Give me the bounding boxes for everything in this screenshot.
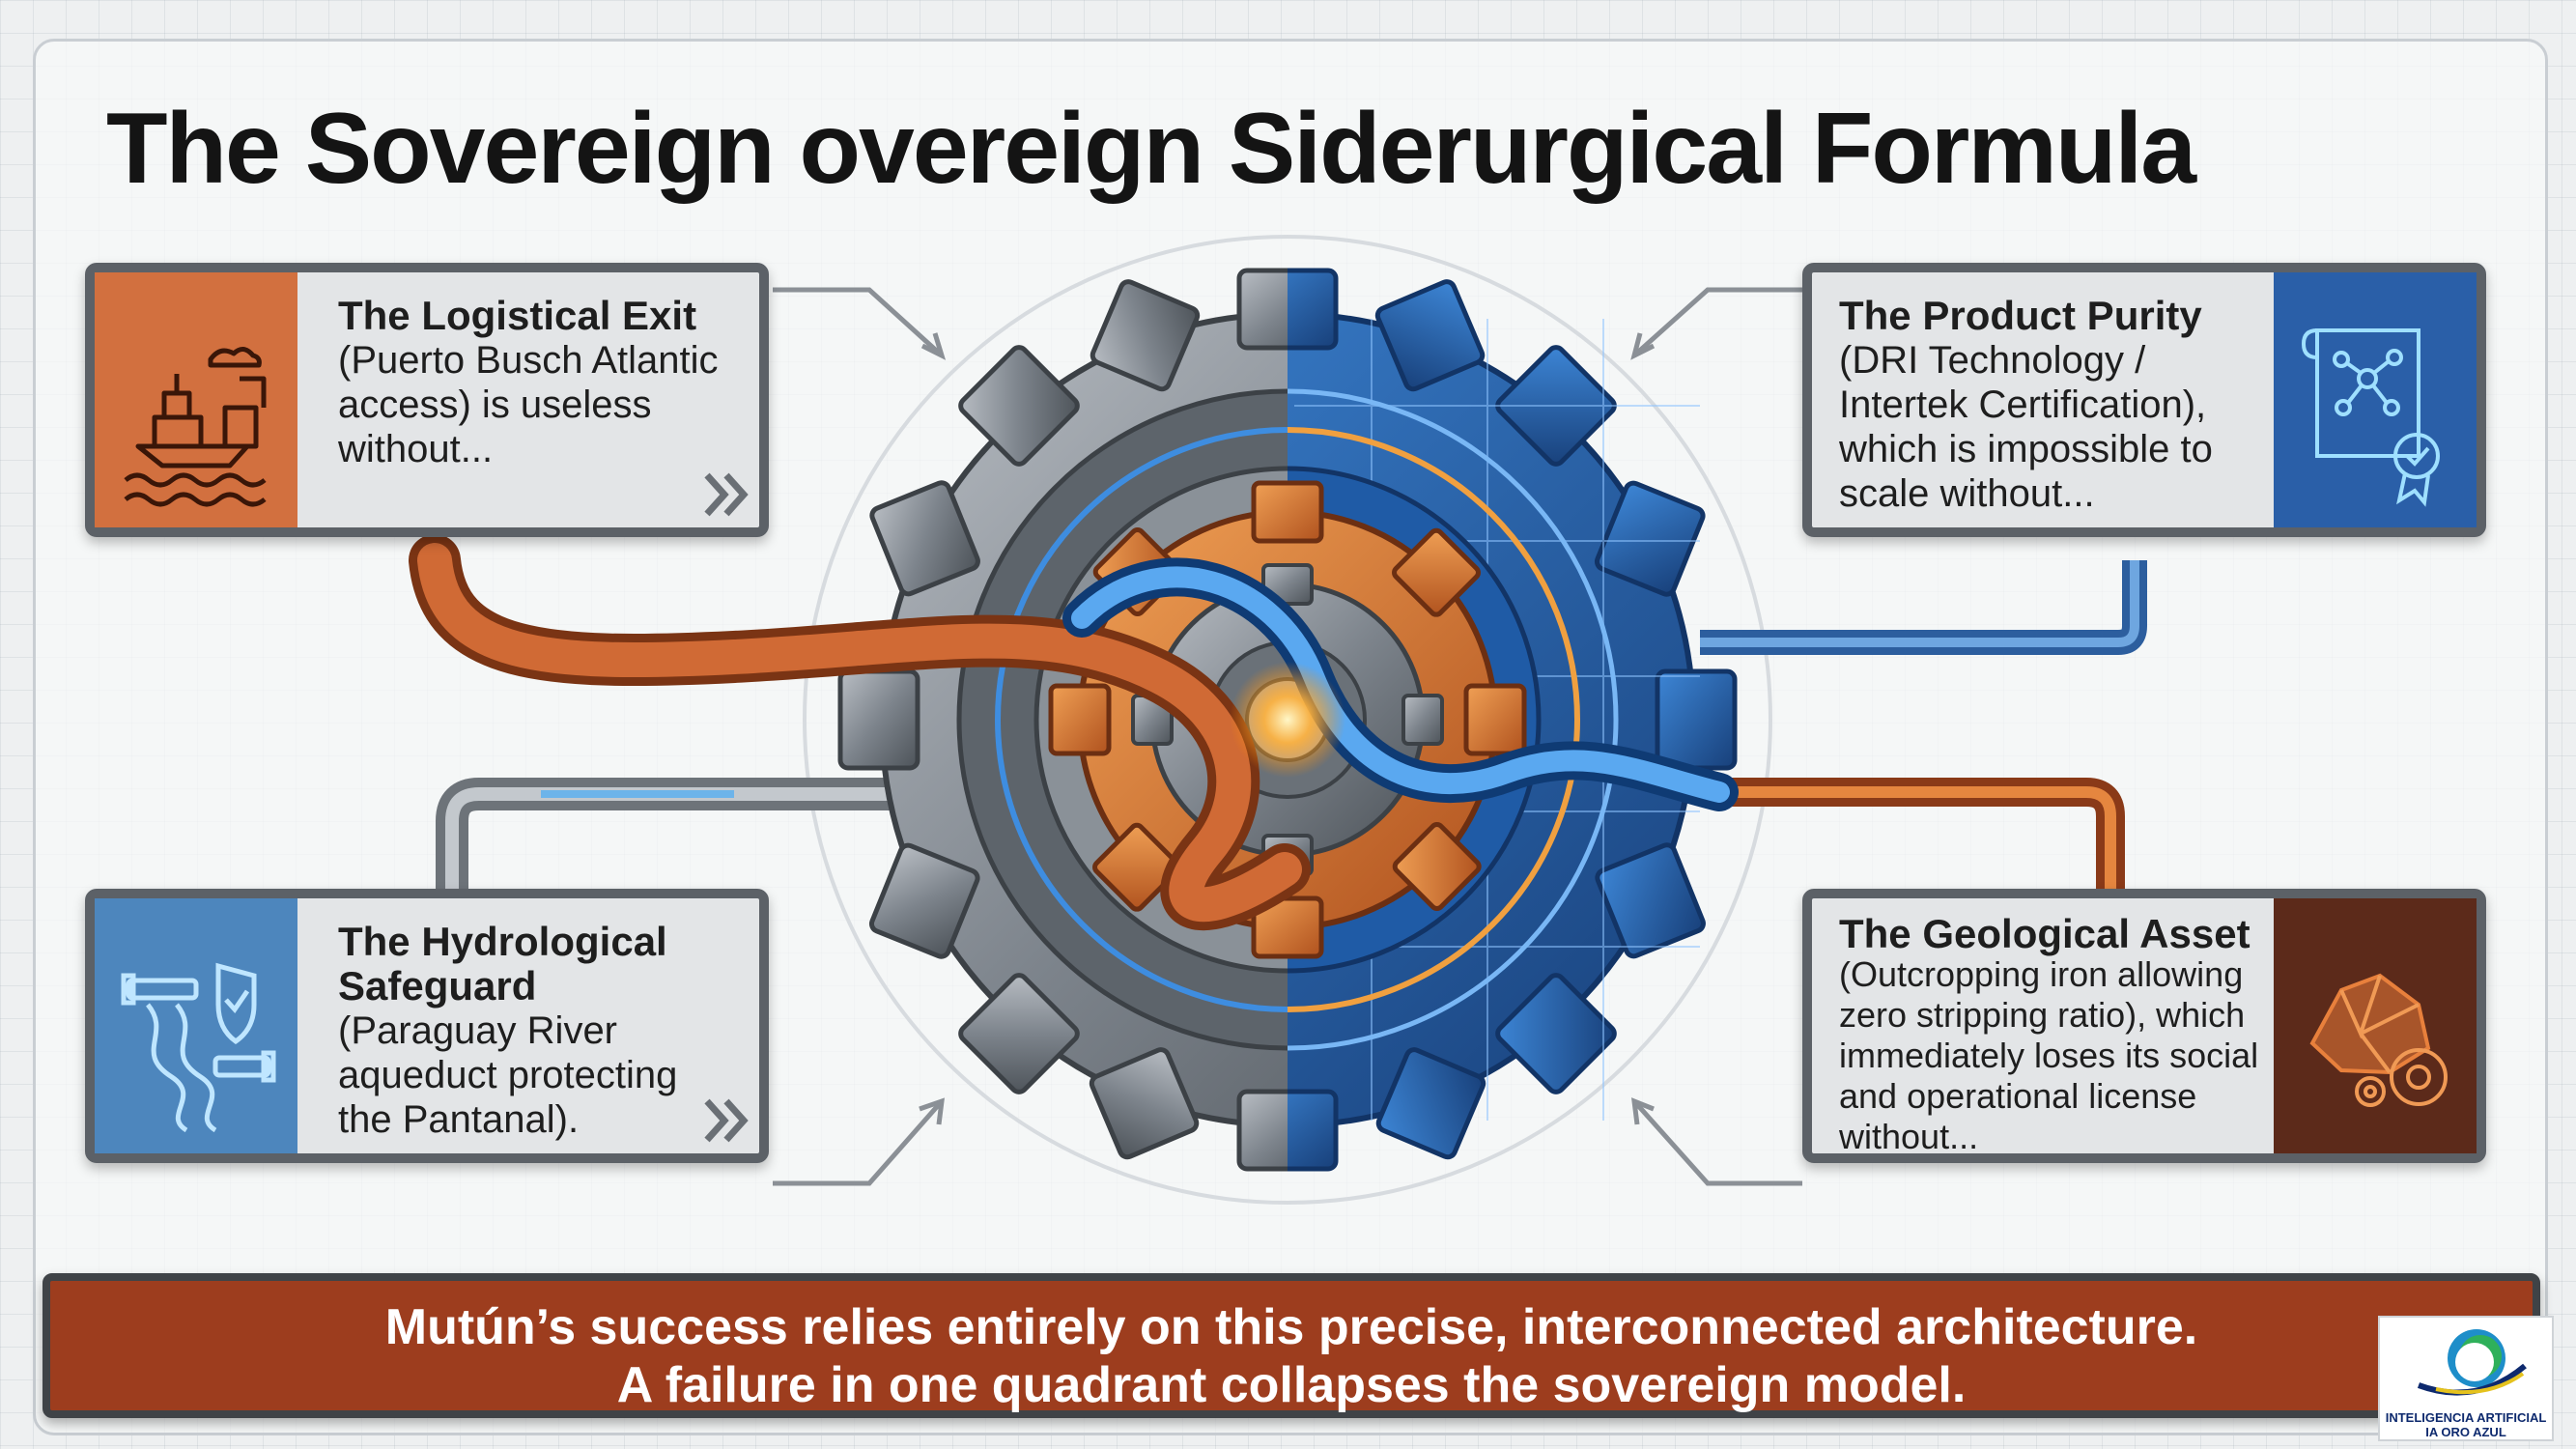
- logistical-body: (Puerto Busch Atlantic access) is useles…: [338, 339, 719, 470]
- card-hydrological-safeguard: The Hydrological Safeguard (Paraguay Riv…: [85, 889, 769, 1163]
- logistical-tile: [95, 272, 297, 527]
- conclusion-banner: Mutún’s success relies entirely on this …: [42, 1273, 2540, 1418]
- hydrological-text: The Hydrological Safeguard (Paraguay Riv…: [338, 920, 724, 1142]
- hydrological-title: The Hydrological Safeguard: [338, 919, 667, 1009]
- backdrop-circle: [803, 235, 1772, 1205]
- chevron-right-icon: [704, 1098, 749, 1143]
- logistical-text: The Logistical Exit (Puerto Busch Atlant…: [338, 294, 744, 471]
- ore-gear-icon: [2309, 973, 2448, 1107]
- geological-text: The Geological Asset (Outcropping iron a…: [1839, 914, 2274, 1157]
- product-title: The Product Purity: [1839, 293, 2202, 338]
- product-body: (DRI Technology / Intertek Certification…: [1839, 339, 2213, 515]
- chevron-right-icon: [704, 472, 749, 517]
- page-title: The Sovereign overeign Siderurgical Form…: [106, 93, 2196, 205]
- card-product-purity: The Product Purity (DRI Technology / Int…: [1802, 263, 2486, 537]
- connector-arrows: [773, 287, 1802, 1186]
- geological-title: The Geological Asset: [1839, 911, 2250, 956]
- card-geological-asset: The Geological Asset (Outcropping iron a…: [1802, 889, 2486, 1163]
- banner-line-1: Mutún’s success relies entirely on this …: [384, 1299, 2198, 1355]
- logo-line-1: INTELIGENCIA ARTIFICIAL: [2385, 1410, 2547, 1425]
- river-shield-icon: [121, 962, 276, 1133]
- product-tile: [2274, 272, 2477, 527]
- spark-glow: [1230, 662, 1345, 778]
- swoosh-logo-icon: [2417, 1329, 2527, 1396]
- logistical-title: The Logistical Exit: [338, 293, 697, 338]
- intertwined-cables: [409, 534, 1739, 931]
- ship-port-icon: [124, 347, 267, 507]
- geological-tile: [2274, 898, 2477, 1153]
- ia-oro-azul-logo: INTELIGENCIA ARTIFICIAL IA ORO AZUL: [2378, 1316, 2554, 1441]
- certificate-molecule-icon: [2301, 328, 2440, 507]
- banner-line-2: A failure in one quadrant collapses the …: [616, 1357, 1967, 1413]
- hydrological-body: (Paraguay River aqueduct protecting the …: [338, 1009, 678, 1141]
- hydrological-tile: [95, 898, 297, 1153]
- card-logistical-exit: The Logistical Exit (Puerto Busch Atlant…: [85, 263, 769, 537]
- logo-line-2: IA ORO AZUL: [2425, 1425, 2506, 1439]
- product-text: The Product Purity (DRI Technology / Int…: [1839, 294, 2264, 516]
- pipes: [436, 560, 2147, 898]
- geological-body: (Outcropping iron allowing zero strippin…: [1839, 954, 2259, 1156]
